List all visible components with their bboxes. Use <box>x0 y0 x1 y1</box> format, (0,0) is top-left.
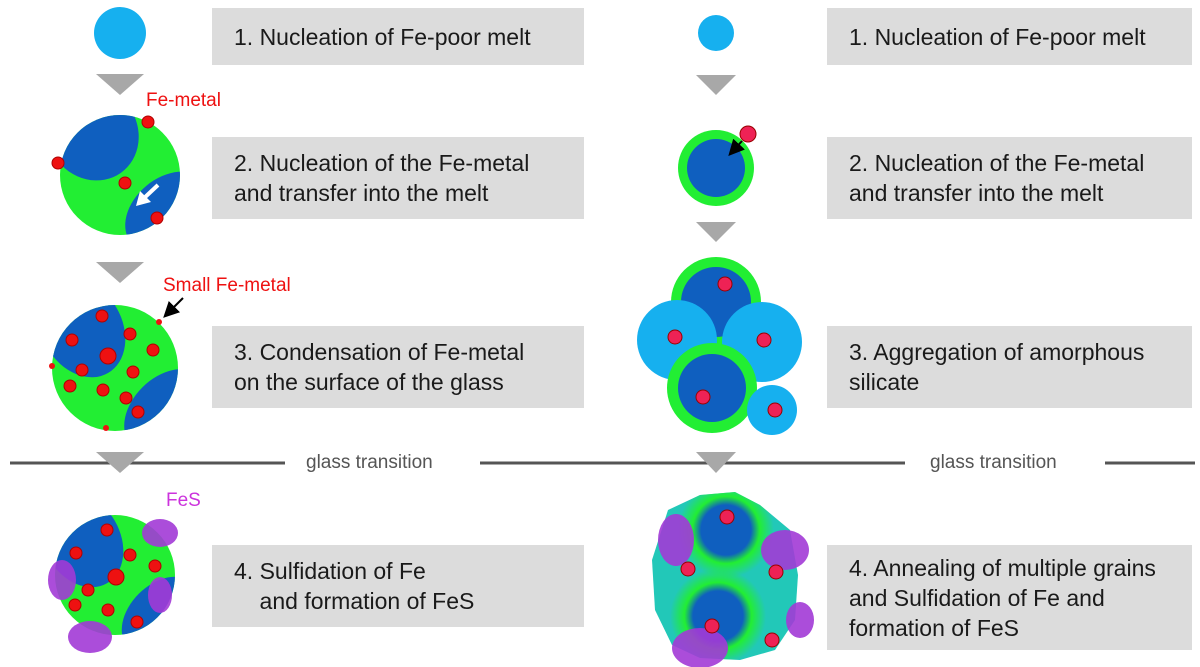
glass-transition-label-right: glass transition <box>924 452 1063 474</box>
left-step-4-line-1: 4. Sulfidation of Fe <box>234 558 426 584</box>
fes-label: FeS <box>166 490 201 511</box>
right-step-2-box: 2. Nucleation of the Fe-metal and transf… <box>827 137 1192 219</box>
right-step-2-line-1: 2. Nucleation of the Fe-metal <box>849 150 1145 176</box>
right-step-1-box: 1. Nucleation of Fe-poor melt <box>827 8 1192 65</box>
down-arrow <box>96 262 144 283</box>
annealed-grain-with-fes <box>652 492 814 667</box>
left-step-3-box: 3. Condensation of Fe-metal on the surfa… <box>212 326 584 408</box>
fe-poor-melt-droplet <box>698 15 734 51</box>
aggregated-amorphous-silicate <box>637 257 802 435</box>
left-step-2-line-2: and transfer into the melt <box>234 180 489 206</box>
right-step-4-box: 4. Annealing of multiple grains and Sulf… <box>827 545 1192 650</box>
down-arrow <box>696 222 736 242</box>
left-step-2-line-1: 2. Nucleation of the Fe-metal <box>234 150 530 176</box>
right-step-4-line-1: 4. Annealing of multiple grains <box>849 554 1156 581</box>
small-fe-metal-label: Small Fe-metal <box>163 275 291 296</box>
down-arrow <box>96 74 144 95</box>
left-step-2-box: 2. Nucleation of the Fe-metal and transf… <box>212 137 584 219</box>
fe-poor-melt-droplet <box>94 7 146 59</box>
right-step-2-line-2: and transfer into the melt <box>849 180 1104 206</box>
right-step-3-line-1: 3. Aggregation of amorphous <box>849 339 1145 365</box>
down-arrow <box>696 75 736 95</box>
right-step-4-line-2: and Sulfidation of Fe and <box>849 584 1105 611</box>
left-step-3-line-2: on the surface of the glass <box>234 369 504 395</box>
down-arrow <box>696 452 736 473</box>
left-step-3-line-1: 3. Condensation of Fe-metal <box>234 339 525 365</box>
left-step-1-text: 1. Nucleation of Fe-poor melt <box>234 23 531 50</box>
down-arrow <box>96 452 144 473</box>
left-step-4-box: 4. Sulfidation of Fe and formation of Fe… <box>212 545 584 627</box>
small-fe-metal-pointer <box>163 297 184 318</box>
right-step-3-box: 3. Aggregation of amorphous silicate <box>827 326 1192 408</box>
glass-transition-label-left: glass transition <box>300 452 439 474</box>
right-step-1-text: 1. Nucleation of Fe-poor melt <box>849 23 1146 50</box>
melt-with-fe-metal-core <box>678 125 757 206</box>
right-step-3-line-2: silicate <box>849 369 920 395</box>
right-step-4-line-3: formation of FeS <box>849 614 1020 641</box>
left-step-4-line-2: and formation of FeS <box>234 588 475 614</box>
fe-metal-label: Fe-metal <box>146 90 221 111</box>
left-step-1-box: 1. Nucleation of Fe-poor melt <box>212 8 584 65</box>
